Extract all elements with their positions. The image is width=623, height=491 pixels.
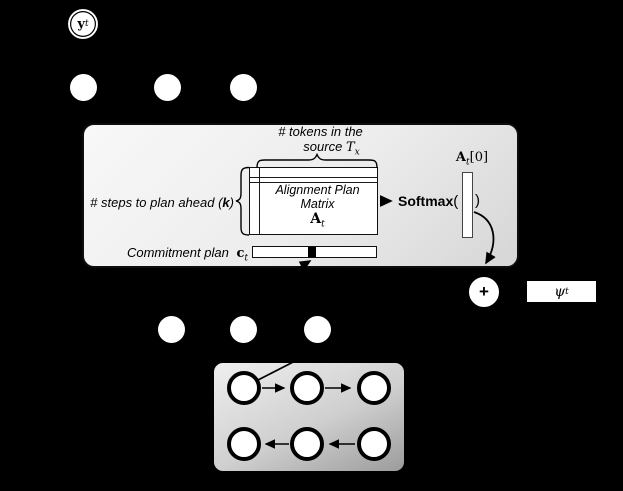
rnn-backward-node: [227, 427, 261, 461]
softmax-label: Softmax(: [398, 193, 459, 210]
matrix-first-column-divider: [258, 168, 260, 234]
rnn-forward-node: [227, 371, 261, 405]
commitment-active-cell: [308, 247, 316, 257]
plus-sign: +: [479, 282, 489, 301]
first-row-label: At[0]: [455, 150, 489, 168]
matrix-label: Alignment Plan Matrix At: [275, 183, 360, 230]
decoder-state-node: [230, 74, 257, 101]
matrix-first-row-divider: [250, 177, 377, 179]
decoder-state-node: [154, 74, 181, 101]
output-node-label: y: [77, 16, 85, 32]
rnn-forward-node: [357, 371, 391, 405]
annotation-node: [304, 316, 331, 343]
tokens-annotation-line2: source Tx: [303, 139, 360, 158]
psi-label: ψ: [554, 283, 566, 300]
commitment-math: c: [236, 246, 245, 261]
rnn-backward-node: [357, 427, 391, 461]
steps-annotation: # steps to plan ahead (k): [90, 195, 234, 210]
output-node-sub: t: [84, 19, 89, 29]
softmax-column-vector: [462, 172, 473, 238]
decoder-state-node: [70, 74, 97, 101]
annotation-node: [158, 316, 185, 343]
steps-k: k: [222, 195, 230, 210]
tokens-annotation-line1: # tokens in the: [278, 124, 363, 139]
rnn-backward-node: [290, 427, 324, 461]
matrix-math: A: [310, 211, 322, 227]
commitment-plan-vector: [252, 246, 377, 258]
plus-node: +: [467, 275, 501, 309]
tokens-math: T: [345, 140, 355, 155]
matrix-second-row-divider: [250, 181, 377, 183]
commitment-plan-label: Commitment plan ct: [126, 245, 248, 264]
rnn-forward-node: [290, 371, 324, 405]
softmax-close-paren: ): [475, 192, 480, 209]
alignment-plan-matrix: Alignment Plan Matrix At: [249, 167, 378, 235]
softmax-open-paren: (: [453, 193, 459, 210]
tokens-annotation: # tokens in the source Tx: [238, 124, 403, 161]
annotation-node: [230, 316, 257, 343]
